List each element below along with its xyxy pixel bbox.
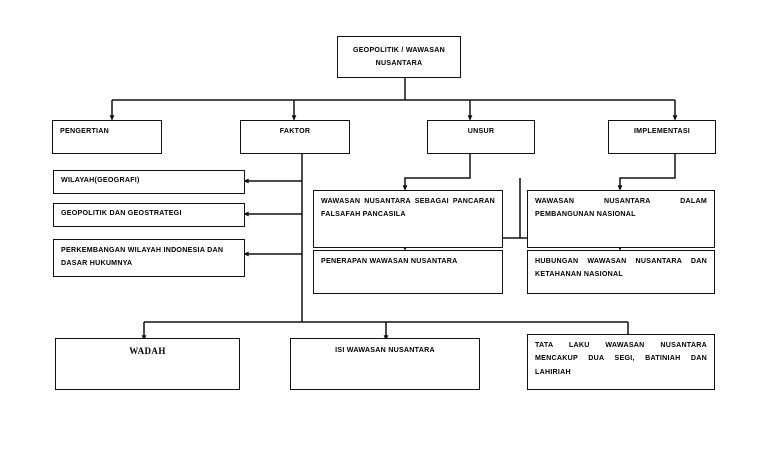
node-ketahanan-nasional[interactable]: HUBUNGAN WAWASAN NUSANTARA DAN KETAHANAN… — [527, 250, 715, 294]
node-tata-laku-line2: MENCAKUP DUA SEGI, BATINIAH DAN — [535, 354, 707, 363]
node-pancaran-falsafah-line2: FALSAFAH PANCASILA — [321, 210, 406, 219]
node-perkembangan-wilayah[interactable]: PERKEMBANGAN WILAYAH INDONESIA DAN DASAR… — [53, 239, 245, 277]
node-isi-wawasan-label: ISI WAWASAN NUSANTARA — [335, 346, 435, 354]
node-isi-wawasan[interactable]: ISI WAWASAN NUSANTARA — [290, 338, 480, 390]
edge-implementasi-to-pembangunan — [617, 154, 676, 191]
node-faktor-label: FAKTOR — [279, 127, 311, 135]
node-pengertian-label: PENGERTIAN — [60, 127, 110, 135]
node-root-line1: GEOPOLITIK / WAWASAN — [352, 46, 446, 54]
node-wilayah-geografi[interactable]: WILAYAH(GEOGRAFI) — [53, 170, 245, 194]
node-tata-laku-line1: TATA LAKU WAWASAN NUSANTARA — [535, 341, 707, 349]
node-implementasi-label: IMPLEMENTASI — [633, 127, 691, 135]
node-perkembangan-wilayah-line1: PERKEMBANGAN WILAYAH INDONESIA DAN — [61, 246, 224, 254]
node-root[interactable]: GEOPOLITIK / WAWASAN NUSANTARA — [337, 36, 461, 78]
node-ketahanan-nasional-line1: HUBUNGAN WAWASAN NUSANTARA DAN — [535, 257, 707, 265]
node-pembangunan-nasional-line2: PEMBANGUNAN NASIONAL — [535, 210, 636, 219]
node-unsur[interactable]: UNSUR — [427, 120, 535, 154]
node-pengertian[interactable]: PENGERTIAN — [52, 120, 162, 154]
node-wilayah-geografi-label: WILAYAH(GEOGRAFI) — [61, 176, 140, 184]
node-pembangunan-nasional-line1: WAWASAN NUSANTARA DALAM — [535, 197, 707, 205]
node-root-line2: NUSANTARA — [375, 59, 423, 68]
node-pancaran-falsafah-line1: WAWASAN NUSANTARA SEBAGAI PANCARAN — [321, 197, 495, 205]
edge-unsur-to-pancaran — [402, 154, 471, 191]
node-pembangunan-nasional[interactable]: WAWASAN NUSANTARA DALAM PEMBANGUNAN NASI… — [527, 190, 715, 248]
node-geopolitik-geostrategi[interactable]: GEOPOLITIK DAN GEOSTRATEGI — [53, 203, 245, 227]
node-unsur-label: UNSUR — [467, 127, 495, 135]
node-wadah-label: WADAH — [129, 346, 166, 356]
node-penerapan-wawasan[interactable]: PENERAPAN WAWASAN NUSANTARA — [313, 250, 503, 294]
node-implementasi[interactable]: IMPLEMENTASI — [608, 120, 716, 154]
node-geopolitik-geostrategi-label: GEOPOLITIK DAN GEOSTRATEGI — [61, 209, 182, 217]
node-tata-laku[interactable]: TATA LAKU WAWASAN NUSANTARA MENCAKUP DUA… — [527, 334, 715, 390]
node-pancaran-falsafah[interactable]: WAWASAN NUSANTARA SEBAGAI PANCARAN FALSA… — [313, 190, 503, 248]
node-ketahanan-nasional-line2: KETAHANAN NASIONAL — [535, 270, 623, 279]
node-wadah[interactable]: WADAH — [55, 338, 240, 390]
node-faktor[interactable]: FAKTOR — [240, 120, 350, 154]
node-perkembangan-wilayah-line2: DASAR HUKUMNYA — [61, 259, 133, 268]
node-tata-laku-line3: LAHIRIAH — [535, 367, 571, 376]
node-penerapan-wawasan-label: PENERAPAN WAWASAN NUSANTARA — [321, 257, 458, 265]
